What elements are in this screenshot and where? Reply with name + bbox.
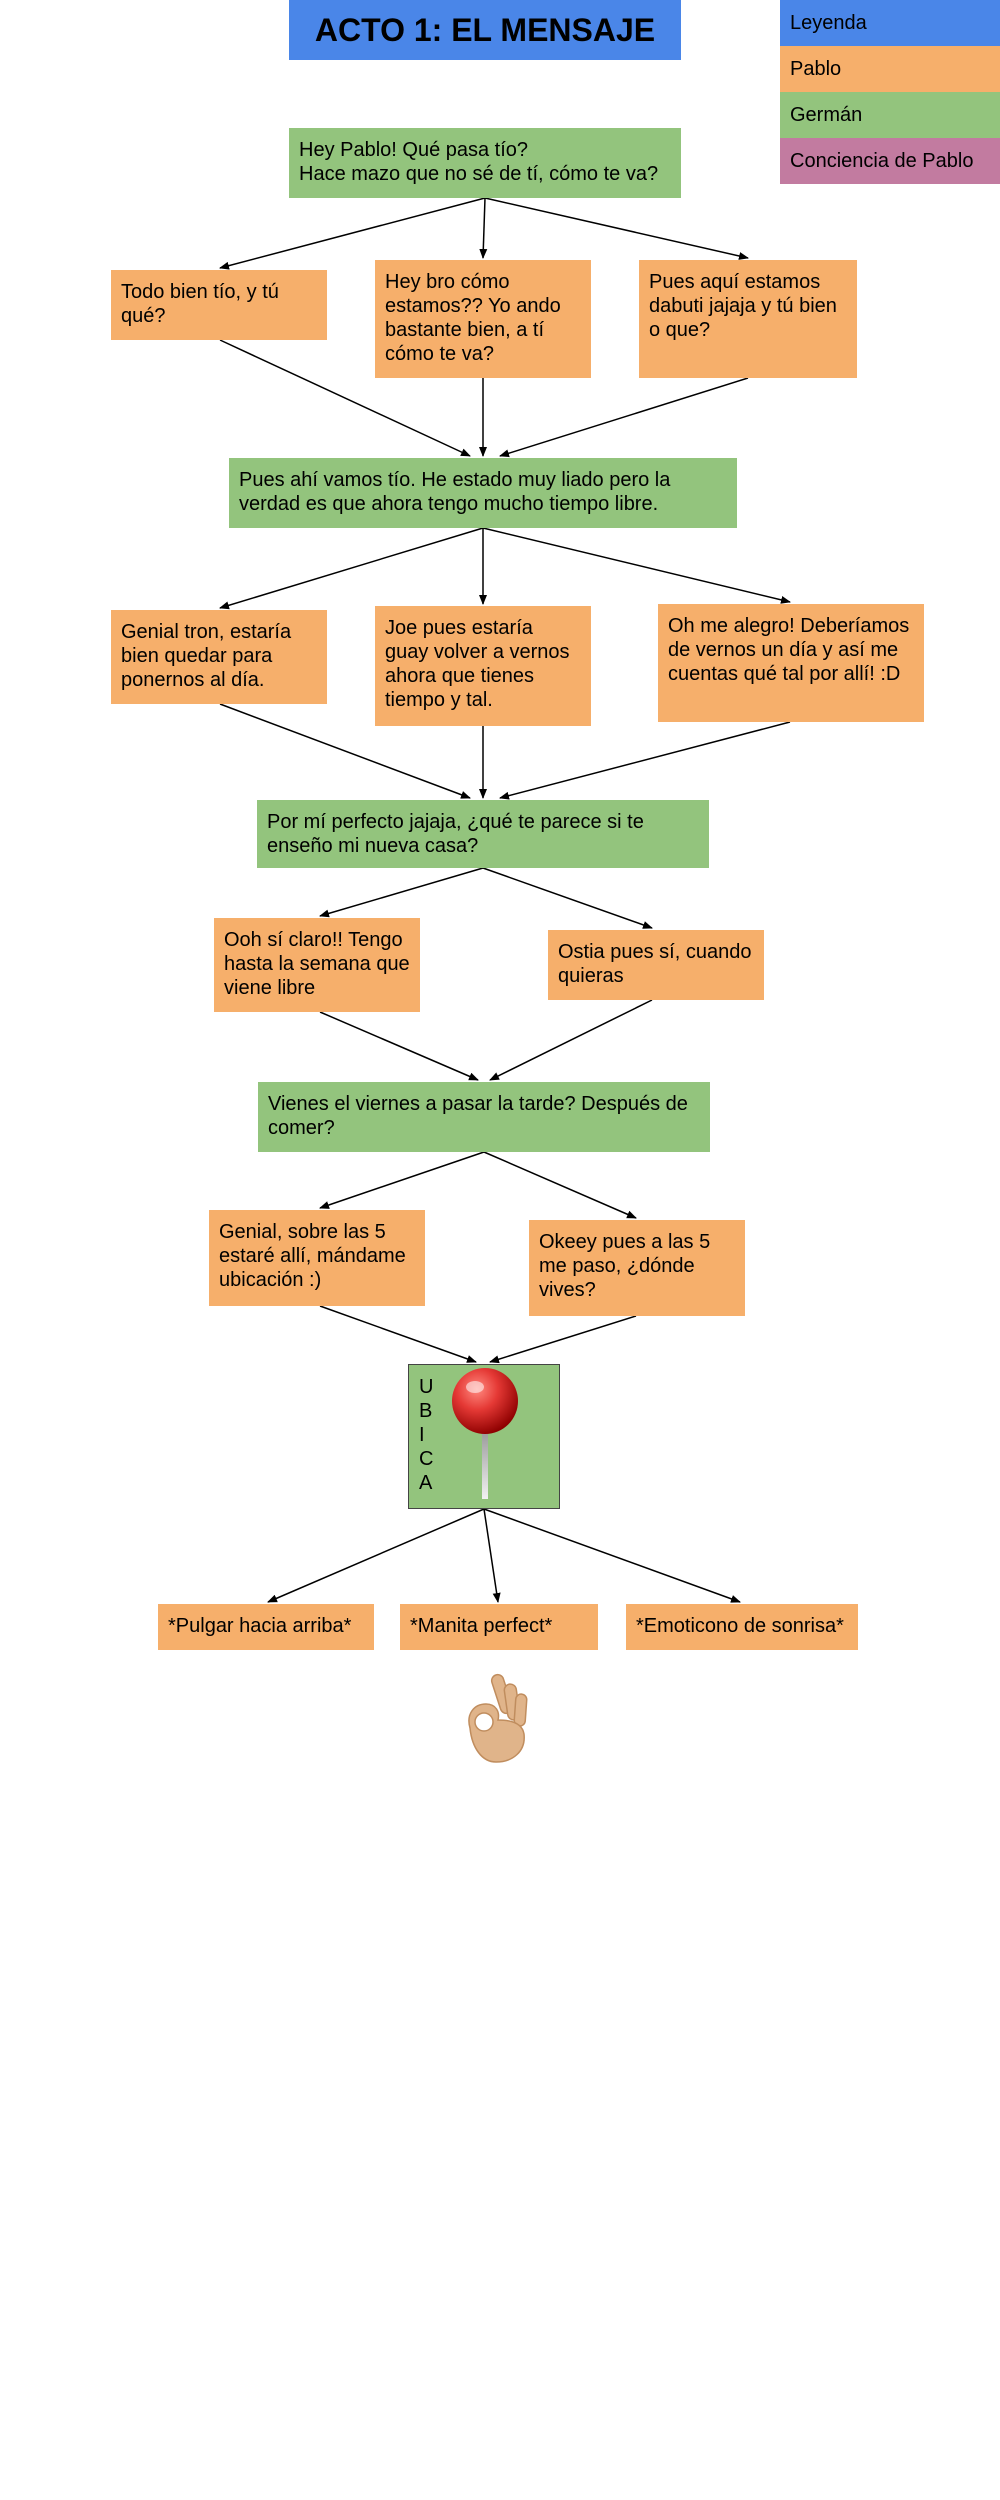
pablo-reply-1a: Todo bien tío, y tú qué? bbox=[111, 270, 327, 340]
edge-g1-p1c bbox=[484, 197, 749, 260]
legend-german: Germán bbox=[780, 92, 1000, 138]
legend-conciencia: Conciencia de Pablo bbox=[780, 138, 1000, 184]
german-message-1: Hey Pablo! Qué pasa tío? Hace mazo que n… bbox=[289, 128, 681, 198]
pablo-reply-2c: Oh me alegro! Deberíamos de vernos un dí… bbox=[658, 604, 924, 722]
ok-hand-icon bbox=[468, 1673, 528, 1763]
german-message-2: Pues ahí vamos tío. He estado muy liado … bbox=[229, 458, 737, 528]
edge-g3-p3b bbox=[482, 867, 653, 929]
edge-p4b-ubica bbox=[489, 1315, 637, 1364]
legend-pablo: Pablo bbox=[780, 46, 1000, 92]
pablo-reply-5c: *Emoticono de sonrisa* bbox=[626, 1604, 858, 1650]
page-title: ACTO 1: EL MENSAJE bbox=[289, 0, 681, 60]
edge-ubica-p5a bbox=[267, 1508, 485, 1603]
edge-g3-p3a bbox=[319, 867, 484, 918]
edge-g4-p4b bbox=[483, 1151, 637, 1219]
german-message-4: Vienes el viernes a pasar la tarde? Desp… bbox=[258, 1082, 710, 1152]
edge-g1-p1b bbox=[479, 197, 488, 259]
edge-g1-p1a bbox=[219, 197, 486, 270]
ubica-letter-a: A bbox=[419, 1472, 433, 1494]
pablo-reply-1c: Pues aquí estamos dabuti jajaja y tú bie… bbox=[639, 260, 857, 378]
pablo-reply-4b: Okeey pues a las 5 me paso, ¿dónde vives… bbox=[529, 1220, 745, 1316]
edge-g4-p4a bbox=[319, 1151, 485, 1209]
pablo-reply-5b: *Manita perfect* bbox=[400, 1604, 598, 1650]
pablo-reply-1b: Hey bro cómo estamos?? Yo ando bastante … bbox=[375, 260, 591, 378]
edge-g2-p2c bbox=[482, 527, 791, 604]
edge-p1c-g2 bbox=[499, 377, 749, 458]
ubica-letter-c: C bbox=[419, 1448, 434, 1470]
edge-p3b-g4 bbox=[489, 999, 653, 1081]
pablo-reply-2a: Genial tron, estaría bien quedar para po… bbox=[111, 610, 327, 704]
pablo-reply-5a: *Pulgar hacia arriba* bbox=[158, 1604, 374, 1650]
pablo-reply-3a: Ooh sí claro!! Tengo hasta la semana que… bbox=[214, 918, 420, 1012]
edge-ubica-p5c bbox=[483, 1508, 741, 1603]
ubica-letter-b: B bbox=[419, 1400, 433, 1422]
edge-p2a-g3 bbox=[219, 703, 471, 799]
edge-p2c-g3 bbox=[499, 721, 791, 800]
ubica-letter-i: I bbox=[419, 1424, 425, 1446]
map-pin-icon bbox=[452, 1368, 518, 1499]
german-message-3: Por mí perfecto jajaja, ¿qué te parece s… bbox=[257, 800, 709, 868]
pablo-reply-2b: Joe pues estaría guay volver a vernos ah… bbox=[375, 606, 591, 726]
ubica-letter-u: U bbox=[419, 1376, 434, 1398]
edge-p4a-ubica bbox=[319, 1305, 477, 1363]
legend-title: Leyenda bbox=[780, 0, 1000, 46]
edge-ubica-p5b bbox=[483, 1508, 501, 1603]
ubicacion-node: U B I C A bbox=[408, 1364, 560, 1509]
edge-g2-p2a bbox=[219, 527, 484, 610]
edge-p1a-g2 bbox=[219, 339, 471, 457]
pablo-reply-3b: Ostia pues sí, cuando quieras bbox=[548, 930, 764, 1000]
pablo-reply-4a: Genial, sobre las 5 estaré allí, mándame… bbox=[209, 1210, 425, 1306]
edge-p3a-g4 bbox=[319, 1011, 479, 1081]
